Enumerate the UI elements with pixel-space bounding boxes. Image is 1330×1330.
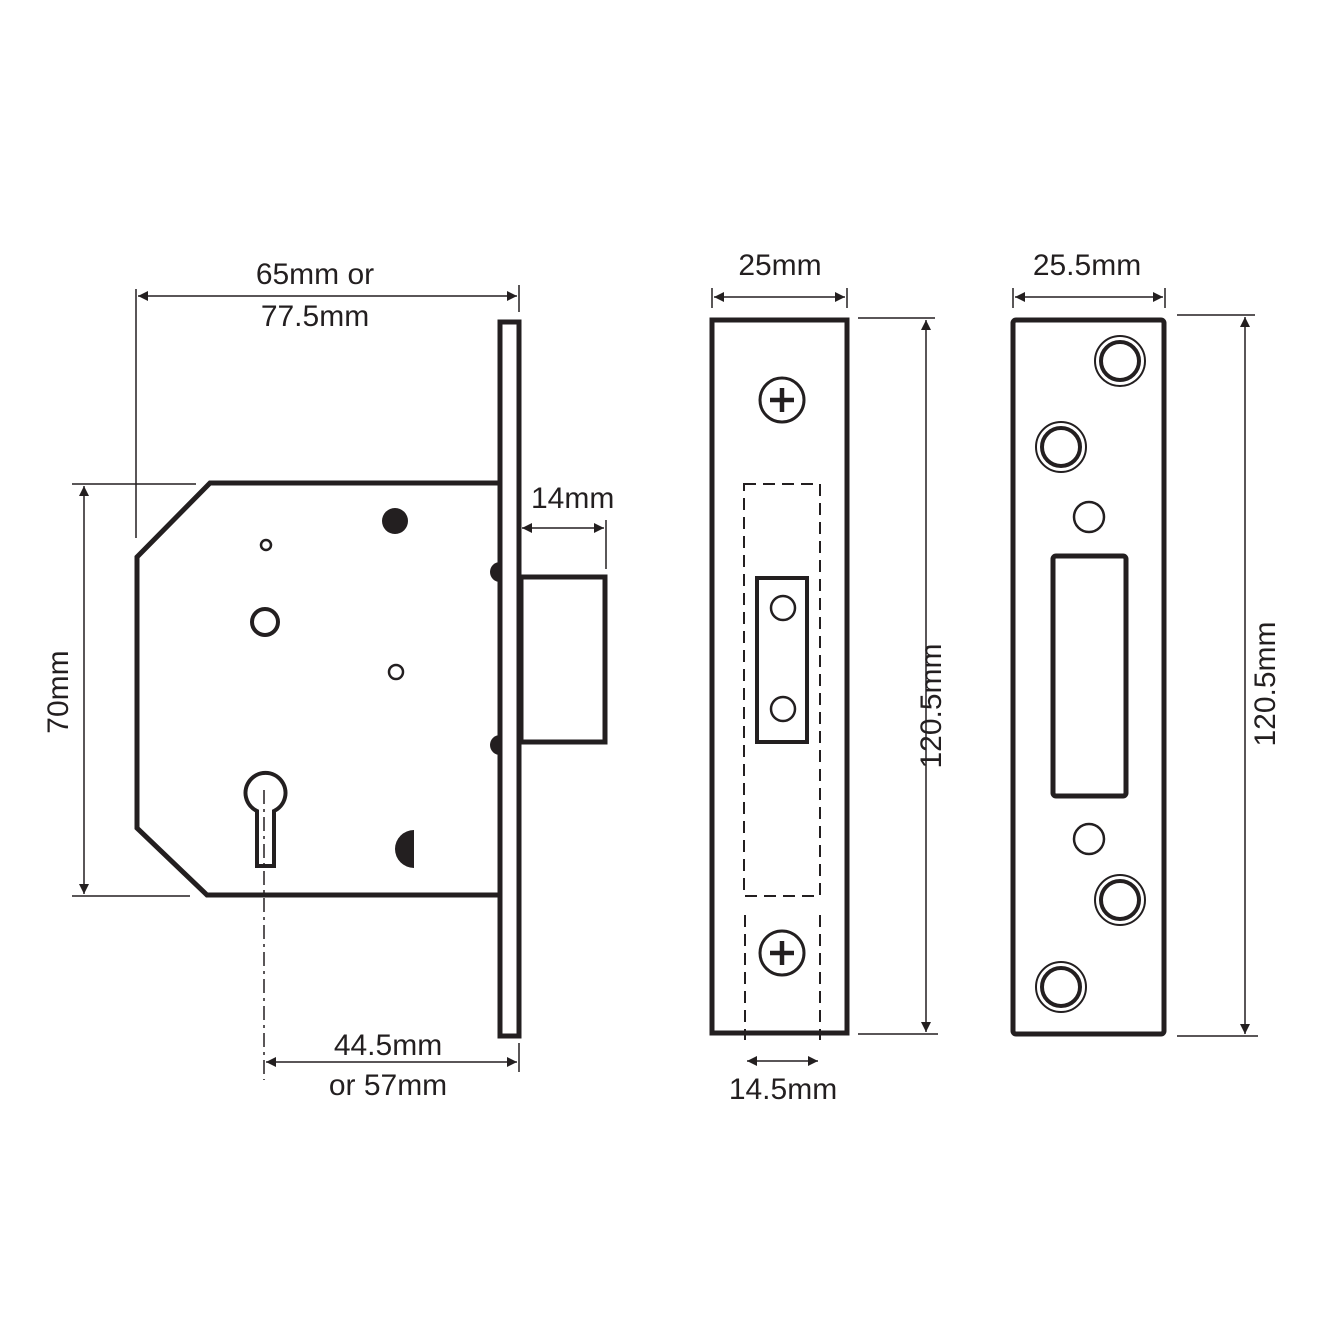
small-hole-icon [387,663,405,681]
backset-label-1: 44.5mm [333,1029,443,1062]
strike-height-label: 120.5mm [1249,621,1282,747]
countersunk-hole-icon [1094,335,1146,387]
lock-case-outline [134,480,500,898]
spindle-hole-icon [250,607,280,637]
forend-height-label: 120.5mm [915,643,948,769]
small-hole-icon [1072,822,1106,856]
forend-stud-icon [490,735,500,755]
bolt-hole-icon [769,594,797,622]
small-hole-icon [1072,500,1106,534]
bolt-throw-label: 14mm [531,482,615,515]
countersunk-hole-icon [1094,874,1146,926]
forend-stud-icon [490,562,500,582]
countersunk-hole-icon [1035,961,1087,1013]
strike-plate-outline [1010,317,1167,1037]
backset-label-2: or 57mm [328,1069,448,1102]
strike-plate-view [1010,288,1258,1037]
keyhole-icon [243,770,288,868]
forend-width-label: 25mm [738,249,822,282]
phillips-screw-icon [758,929,806,977]
fixing-dot-icon [382,508,408,534]
phillips-screw-icon [758,376,806,424]
bolt-aperture [755,576,809,744]
lock-body-view [72,285,608,1080]
forend-view [709,288,938,1066]
strike-width-label: 25.5mm [1032,249,1142,282]
lock-width-label-2: 77.5mm [260,300,370,333]
small-hole-icon [259,538,273,552]
lever-stop-icon [395,830,414,868]
lock-forend-plate [497,319,522,1039]
bolt-hole-icon [769,695,797,723]
forend-body-width-label: 14.5mm [728,1073,838,1106]
forend-outline [709,317,850,1036]
lock-height-label: 70mm [42,650,75,734]
countersunk-hole-icon [1035,421,1087,473]
bolt-receiver-slot [1050,553,1129,799]
lock-width-label-1: 65mm or [255,258,375,291]
lock-bolt [518,574,608,745]
dashed-case-outline [743,483,821,897]
